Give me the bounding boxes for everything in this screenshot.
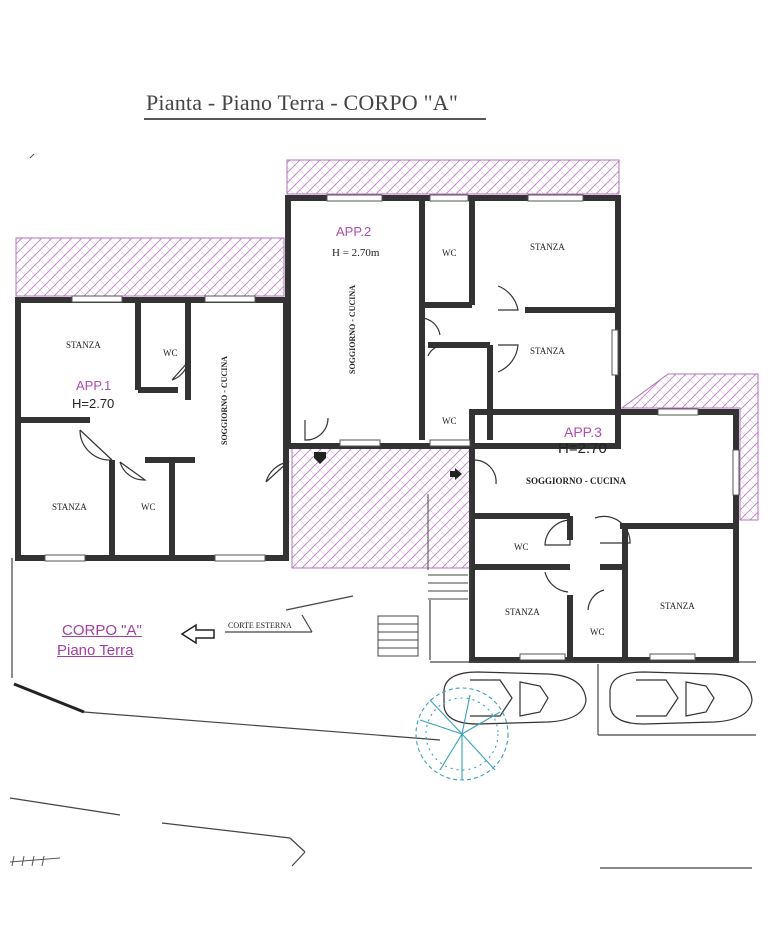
app1-height-label: H=2.70: [72, 396, 115, 411]
courtyard-hatch: [291, 447, 471, 569]
direction-arrow-icon: [180, 623, 215, 645]
app1-wc-bottom-label: WC: [141, 502, 156, 512]
entry-arrow-icon: [314, 452, 462, 480]
app3-stanza-right-label: STANZA: [660, 601, 695, 611]
tree-icon: [415, 687, 509, 781]
page-title: Pianta - Piano Terra - CORPO "A": [146, 90, 459, 115]
app2-height-label: H = 2.70m: [332, 247, 380, 259]
app3-stanza-left-label: STANZA: [505, 607, 540, 617]
app1-walls: [15, 297, 289, 561]
app3-soggiorno-label: SOGGIORNO - CUCINA: [526, 476, 627, 486]
app1-wc-top-label: WC: [163, 348, 178, 358]
corpo-label: CORPO "A": [62, 622, 142, 639]
door-arc-icon: [79, 285, 631, 611]
app2-stanza-top-label: STANZA: [530, 242, 565, 252]
app2-wc-top-label: WC: [442, 248, 457, 258]
app2-stanza-mid-label: STANZA: [530, 346, 565, 356]
scan-marks: [9, 153, 61, 867]
site-outline-thick: [13, 682, 85, 714]
app3-walls: [469, 409, 739, 663]
app2-wc-bottom-label: WC: [442, 416, 457, 426]
stair-icon: [377, 494, 471, 660]
app2-soggiorno-label: SOGGIORNO - CUCINA: [348, 285, 357, 374]
app3-wc-bottom-label: WC: [590, 627, 605, 637]
terrace-app1: [15, 237, 285, 297]
piano-terra-label: Piano Terra: [57, 642, 134, 659]
car-icon: [443, 671, 753, 725]
app3-height-label: H=2.70: [558, 440, 607, 457]
title-underline: [144, 118, 486, 120]
app2-label: APP.2: [336, 224, 372, 239]
app1-soggiorno-label: SOGGIORNO - CUCINA: [220, 356, 229, 445]
app1-stanza-top-label: STANZA: [66, 340, 101, 350]
site-outline: [9, 558, 756, 869]
terrace-app2: [286, 159, 620, 195]
terrace-app3: [620, 373, 759, 521]
app3-wc-left-label: WC: [514, 542, 529, 552]
corte-esterna-label: CORTE ESTERNA: [228, 621, 292, 630]
app1-label: APP.1: [76, 378, 112, 393]
app1-stanza-bottom-label: STANZA: [52, 502, 87, 512]
windows: [44, 194, 740, 661]
app3-label: APP.3: [564, 424, 602, 440]
